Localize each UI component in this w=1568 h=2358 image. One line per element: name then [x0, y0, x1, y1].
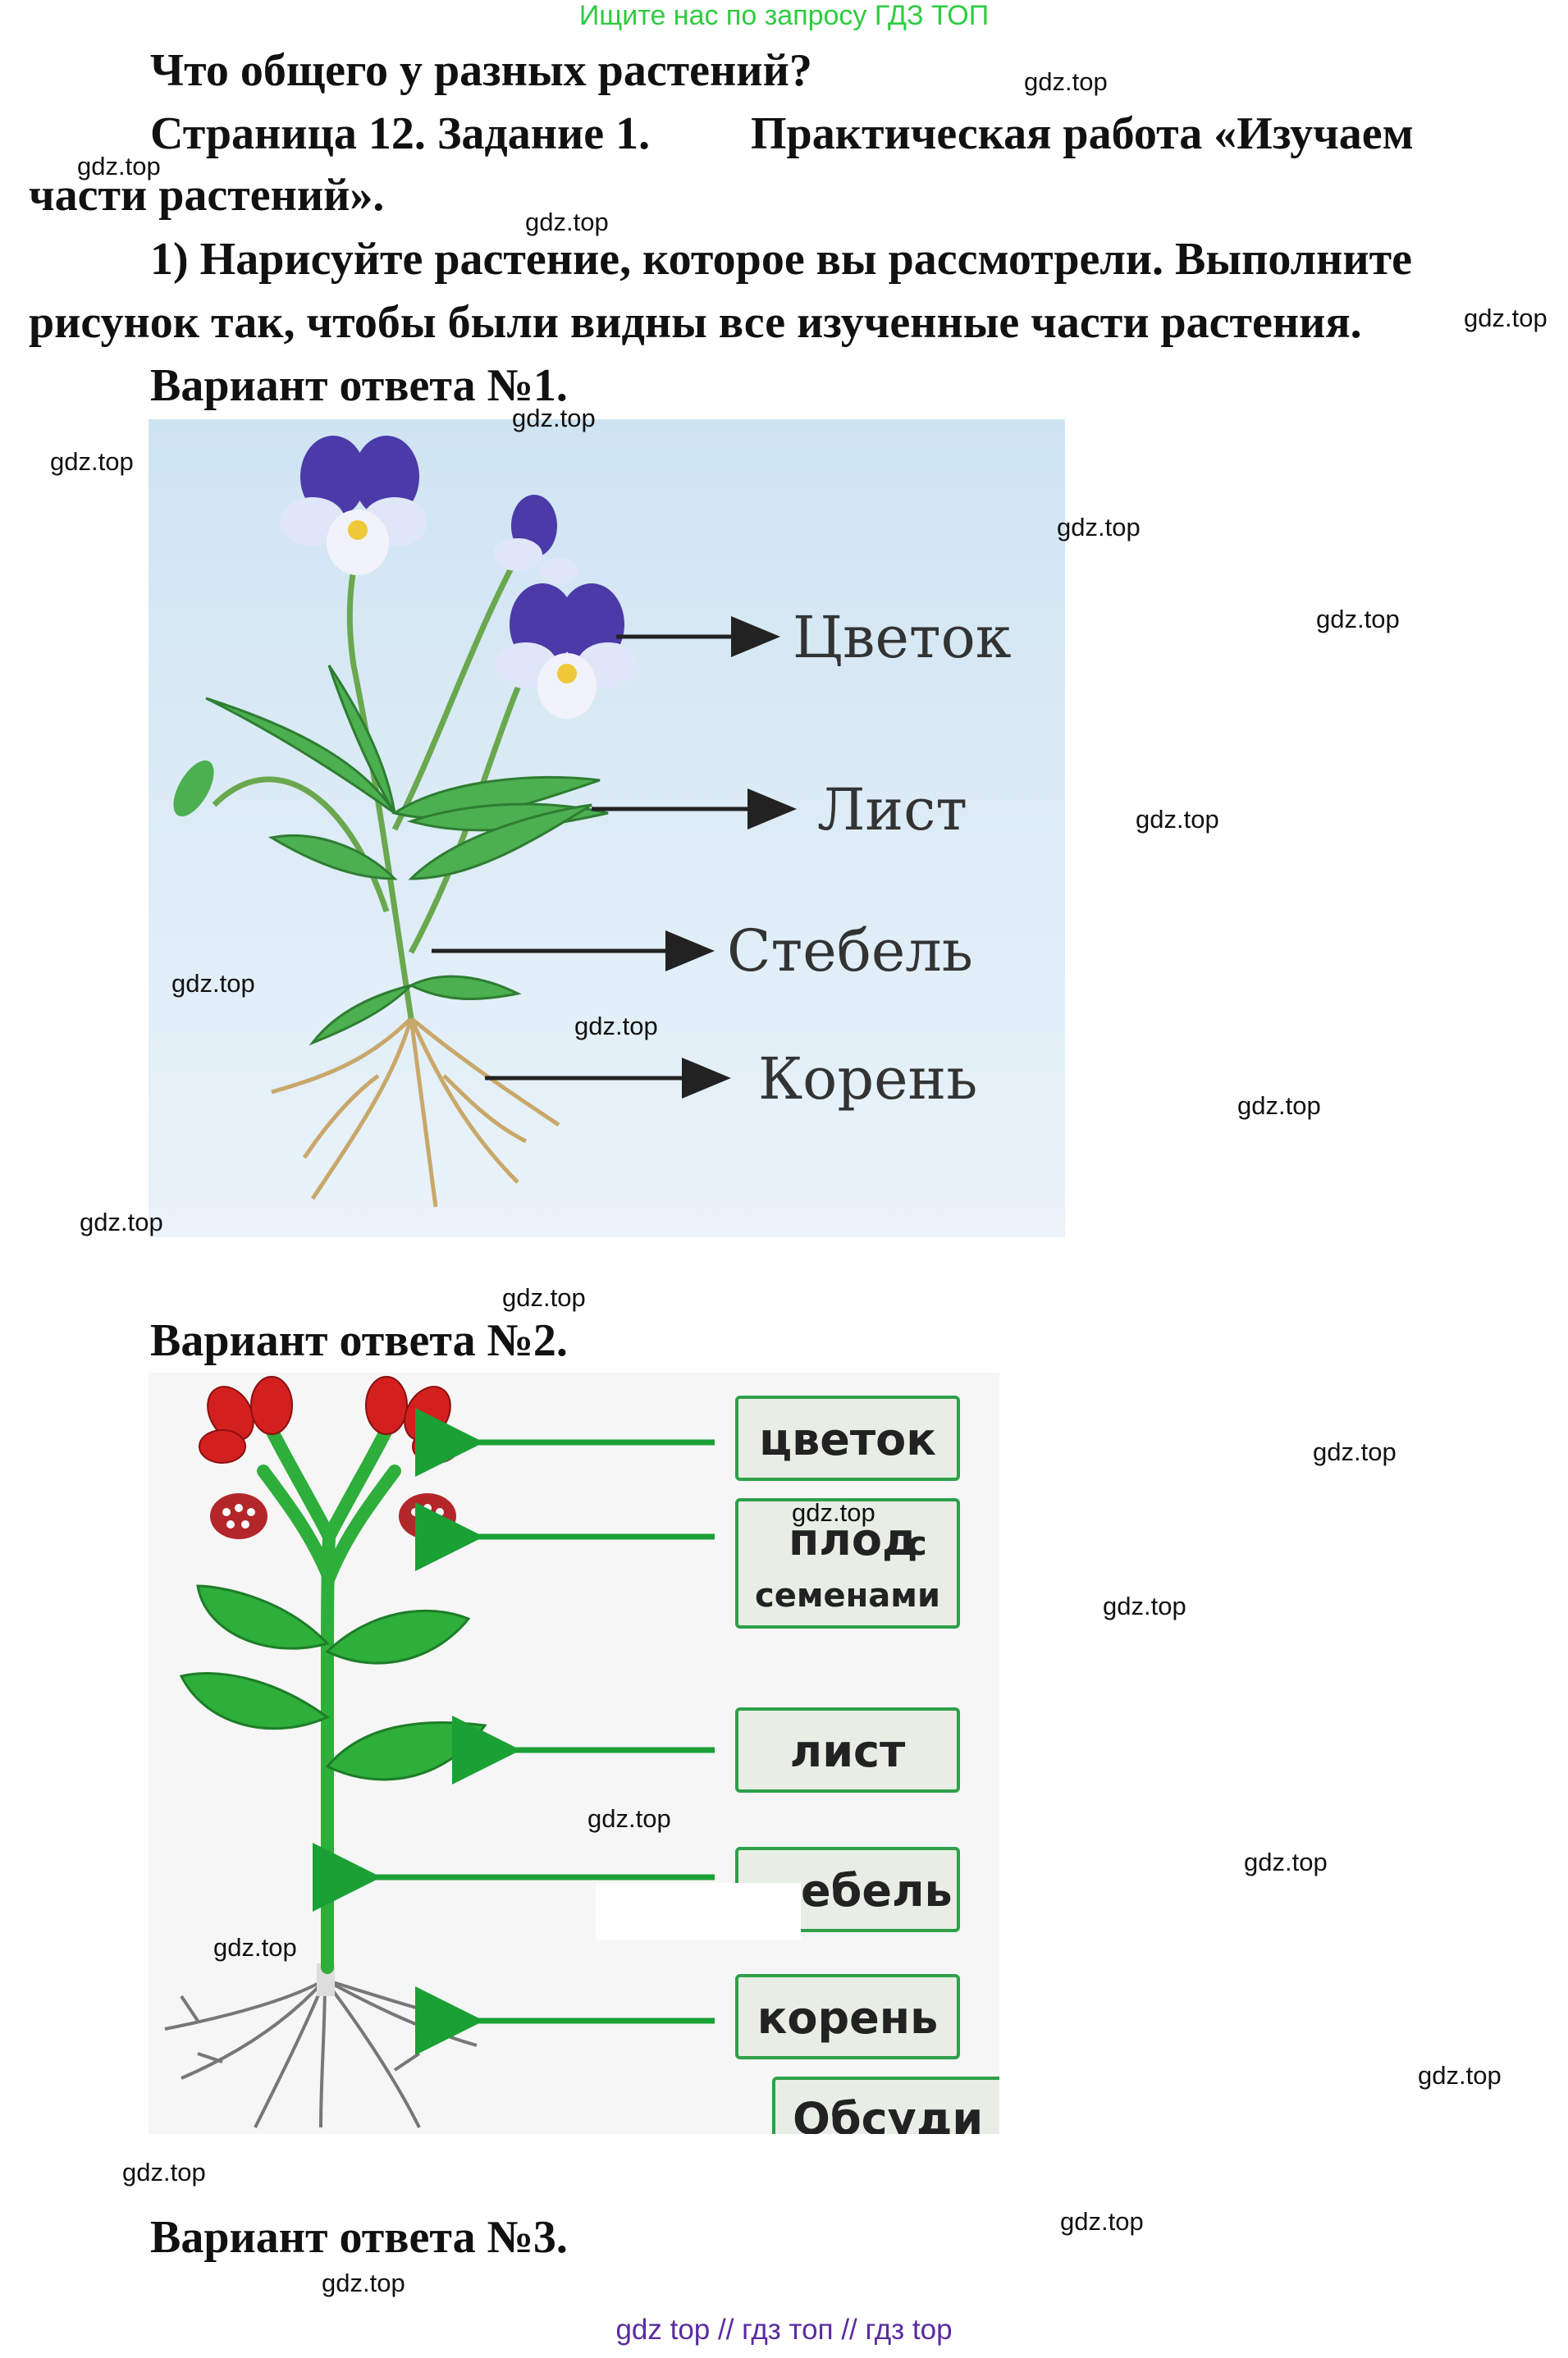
- watermark: gdz.top: [1024, 67, 1108, 96]
- plant-1-flowers: [173, 436, 639, 817]
- variant-2-title: Вариант ответа №2.: [150, 1315, 568, 1366]
- label-stem: Стебель: [727, 917, 973, 985]
- top-search-link[interactable]: Ищите нас по запросу ГДЗ ТОП: [578, 0, 990, 31]
- label-root-2: корень: [757, 1992, 938, 2044]
- label-flower: Цветок: [793, 604, 1012, 671]
- watermark: gdz.top: [122, 2158, 206, 2187]
- label-discuss: Обсуди: [793, 2093, 983, 2134]
- label-fruit-seeds: семенами: [755, 1577, 940, 1615]
- watermark: gdz.top: [50, 447, 134, 476]
- watermark: gdz.top: [1244, 1848, 1328, 1876]
- figure-1-background: [149, 419, 1065, 1237]
- watermark: gdz.top: [1060, 2207, 1144, 2236]
- plant-2-leaves: [179, 1584, 487, 1781]
- instruction-line-2: рисунок так, чтобы были видны все изучен…: [29, 297, 1362, 348]
- plant-2-stem: [257, 1423, 401, 1974]
- plant-1-leaves: [205, 665, 609, 1046]
- instruction-line-1: 1) Нарисуйте растение, которое вы рассмо…: [150, 234, 1412, 285]
- label-flower-2: цветок: [759, 1414, 936, 1465]
- watermark: gdz.top: [574, 1012, 658, 1040]
- watermark: gdz.top: [1313, 1437, 1397, 1466]
- footer-links[interactable]: gdz top // гдз топ // гдз top: [615, 2314, 953, 2346]
- watermark: gdz.top: [1237, 1091, 1321, 1120]
- label-leaf: Лист: [817, 776, 967, 843]
- task-title-continued: части растений».: [29, 170, 385, 221]
- figure-1-svg: Цветок Лист Стебель Корень: [149, 419, 1065, 1237]
- task-title: Практическая работа «Изучаем: [751, 108, 1414, 159]
- label-fruit: плод: [789, 1514, 918, 1565]
- task-number: Страница 12. Задание 1.: [150, 108, 651, 159]
- figure-2-plant-parts: цветок плод с семенами лист ебель корень…: [149, 1373, 999, 2134]
- variant-3-title: Вариант ответа №3.: [150, 2212, 568, 2263]
- watermark: gdz.top: [502, 1283, 586, 1312]
- watermark: gdz.top: [213, 1933, 297, 1962]
- watermark: gdz.top: [1418, 2061, 1502, 2090]
- watermark: gdz.top: [1136, 805, 1219, 834]
- figure-1-plant-parts: Цветок Лист Стебель Корень: [149, 419, 1065, 1237]
- label-root: Корень: [758, 1045, 977, 1113]
- watermark: gdz.top: [792, 1498, 875, 1527]
- label-leaf-2: лист: [790, 1725, 906, 1777]
- label-stem-2: ебель: [801, 1865, 953, 1917]
- watermark: gdz.top: [322, 2269, 405, 2297]
- watermark: gdz.top: [1103, 1592, 1186, 1620]
- label-stem-cover: [596, 1883, 801, 1940]
- watermark: gdz.top: [512, 404, 596, 432]
- plant-1-roots: [271, 1017, 560, 1208]
- watermark: gdz.top: [525, 208, 609, 236]
- watermark: gdz.top: [1464, 304, 1547, 332]
- watermark: gdz.top: [1316, 605, 1400, 633]
- variant-1-title: Вариант ответа №1.: [150, 360, 568, 411]
- figure-2-arrows: [313, 1408, 715, 2055]
- watermark: gdz.top: [80, 1208, 163, 1236]
- page-heading: Что общего у разных растений?: [150, 45, 812, 96]
- watermark: gdz.top: [587, 1804, 671, 1833]
- figure-1-arrows: [432, 616, 797, 1099]
- figure-2-svg: цветок плод с семенами лист ебель корень…: [149, 1373, 999, 2134]
- watermark: gdz.top: [1057, 513, 1141, 542]
- watermark: gdz.top: [77, 152, 161, 181]
- label-fruit-small: с: [907, 1525, 927, 1563]
- watermark: gdz.top: [171, 969, 255, 998]
